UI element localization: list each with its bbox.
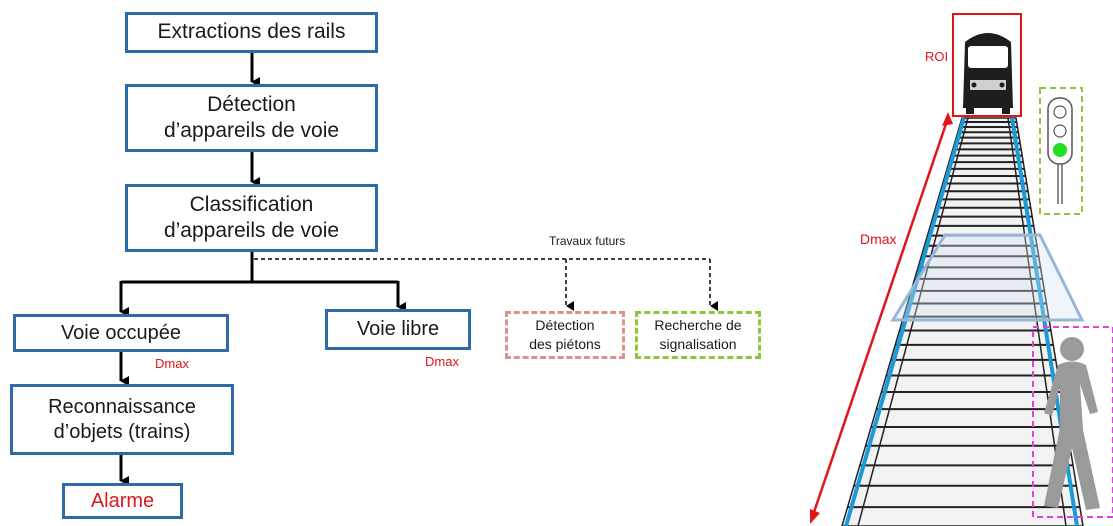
step-extraction-box: Extractions des rails — [125, 12, 378, 53]
future-work-title: Travaux futurs — [549, 234, 626, 248]
dmax-zone — [890, 233, 1085, 322]
dmax-libre-label: Dmax — [425, 354, 459, 369]
train-icon — [963, 33, 1013, 114]
signal-light-icon — [1047, 97, 1073, 204]
signal-box — [1039, 87, 1083, 215]
step-classification-box: Classification d’appareils de voie — [125, 184, 378, 252]
step-detection-line1: Détection — [207, 92, 296, 116]
roi-box — [952, 13, 1022, 117]
reconnaissance-line1: Reconnaissance — [48, 395, 196, 418]
reconnaissance-line2: d’objets (trains) — [53, 420, 191, 443]
dmax-illustration-label: Dmax — [860, 231, 897, 247]
signal-search-box: Recherche de signalisation — [635, 311, 761, 359]
dmax-distance-line — [810, 117, 950, 519]
pedestrian-line1: Détection — [535, 317, 595, 334]
rail-left-outer — [844, 117, 966, 526]
dmax-occupee-label: Dmax — [155, 356, 189, 371]
roi-label: ROI — [925, 49, 949, 64]
signal-line2: signalisation — [659, 336, 737, 352]
step-classification-line2: d’appareils de voie — [163, 219, 340, 242]
pedestrian-box — [1032, 326, 1113, 518]
voie-libre-label: Voie libre — [356, 318, 440, 340]
pedestrian-detection-box: Détection des piétons — [505, 311, 625, 359]
track-sleepers — [847, 121, 1080, 509]
alarme-box: Alarme — [62, 483, 183, 519]
rail-left-inner — [857, 117, 969, 526]
signal-line1: Recherche de — [654, 317, 742, 334]
alarme-label: Alarme — [90, 489, 155, 512]
pedestrian-icon — [1044, 337, 1100, 510]
dmax-arrowhead-top — [942, 112, 953, 126]
reconnaissance-box: Reconnaissance d’objets (trains) — [10, 384, 234, 455]
voie-occupee-box: Voie occupée — [13, 314, 229, 352]
pedestrian-line2: des piétons — [529, 336, 601, 352]
dmax-arrowhead-bottom — [810, 509, 820, 524]
step-classification-line1: Classification — [189, 192, 314, 216]
voie-occupee-label: Voie occupée — [60, 321, 182, 344]
step-detection-line2: d’appareils de voie — [163, 119, 340, 142]
voie-libre-box: Voie libre — [325, 309, 471, 350]
step-detection-box: Détection d’appareils de voie — [125, 84, 378, 152]
step-extraction-label: Extractions des rails — [157, 20, 346, 44]
